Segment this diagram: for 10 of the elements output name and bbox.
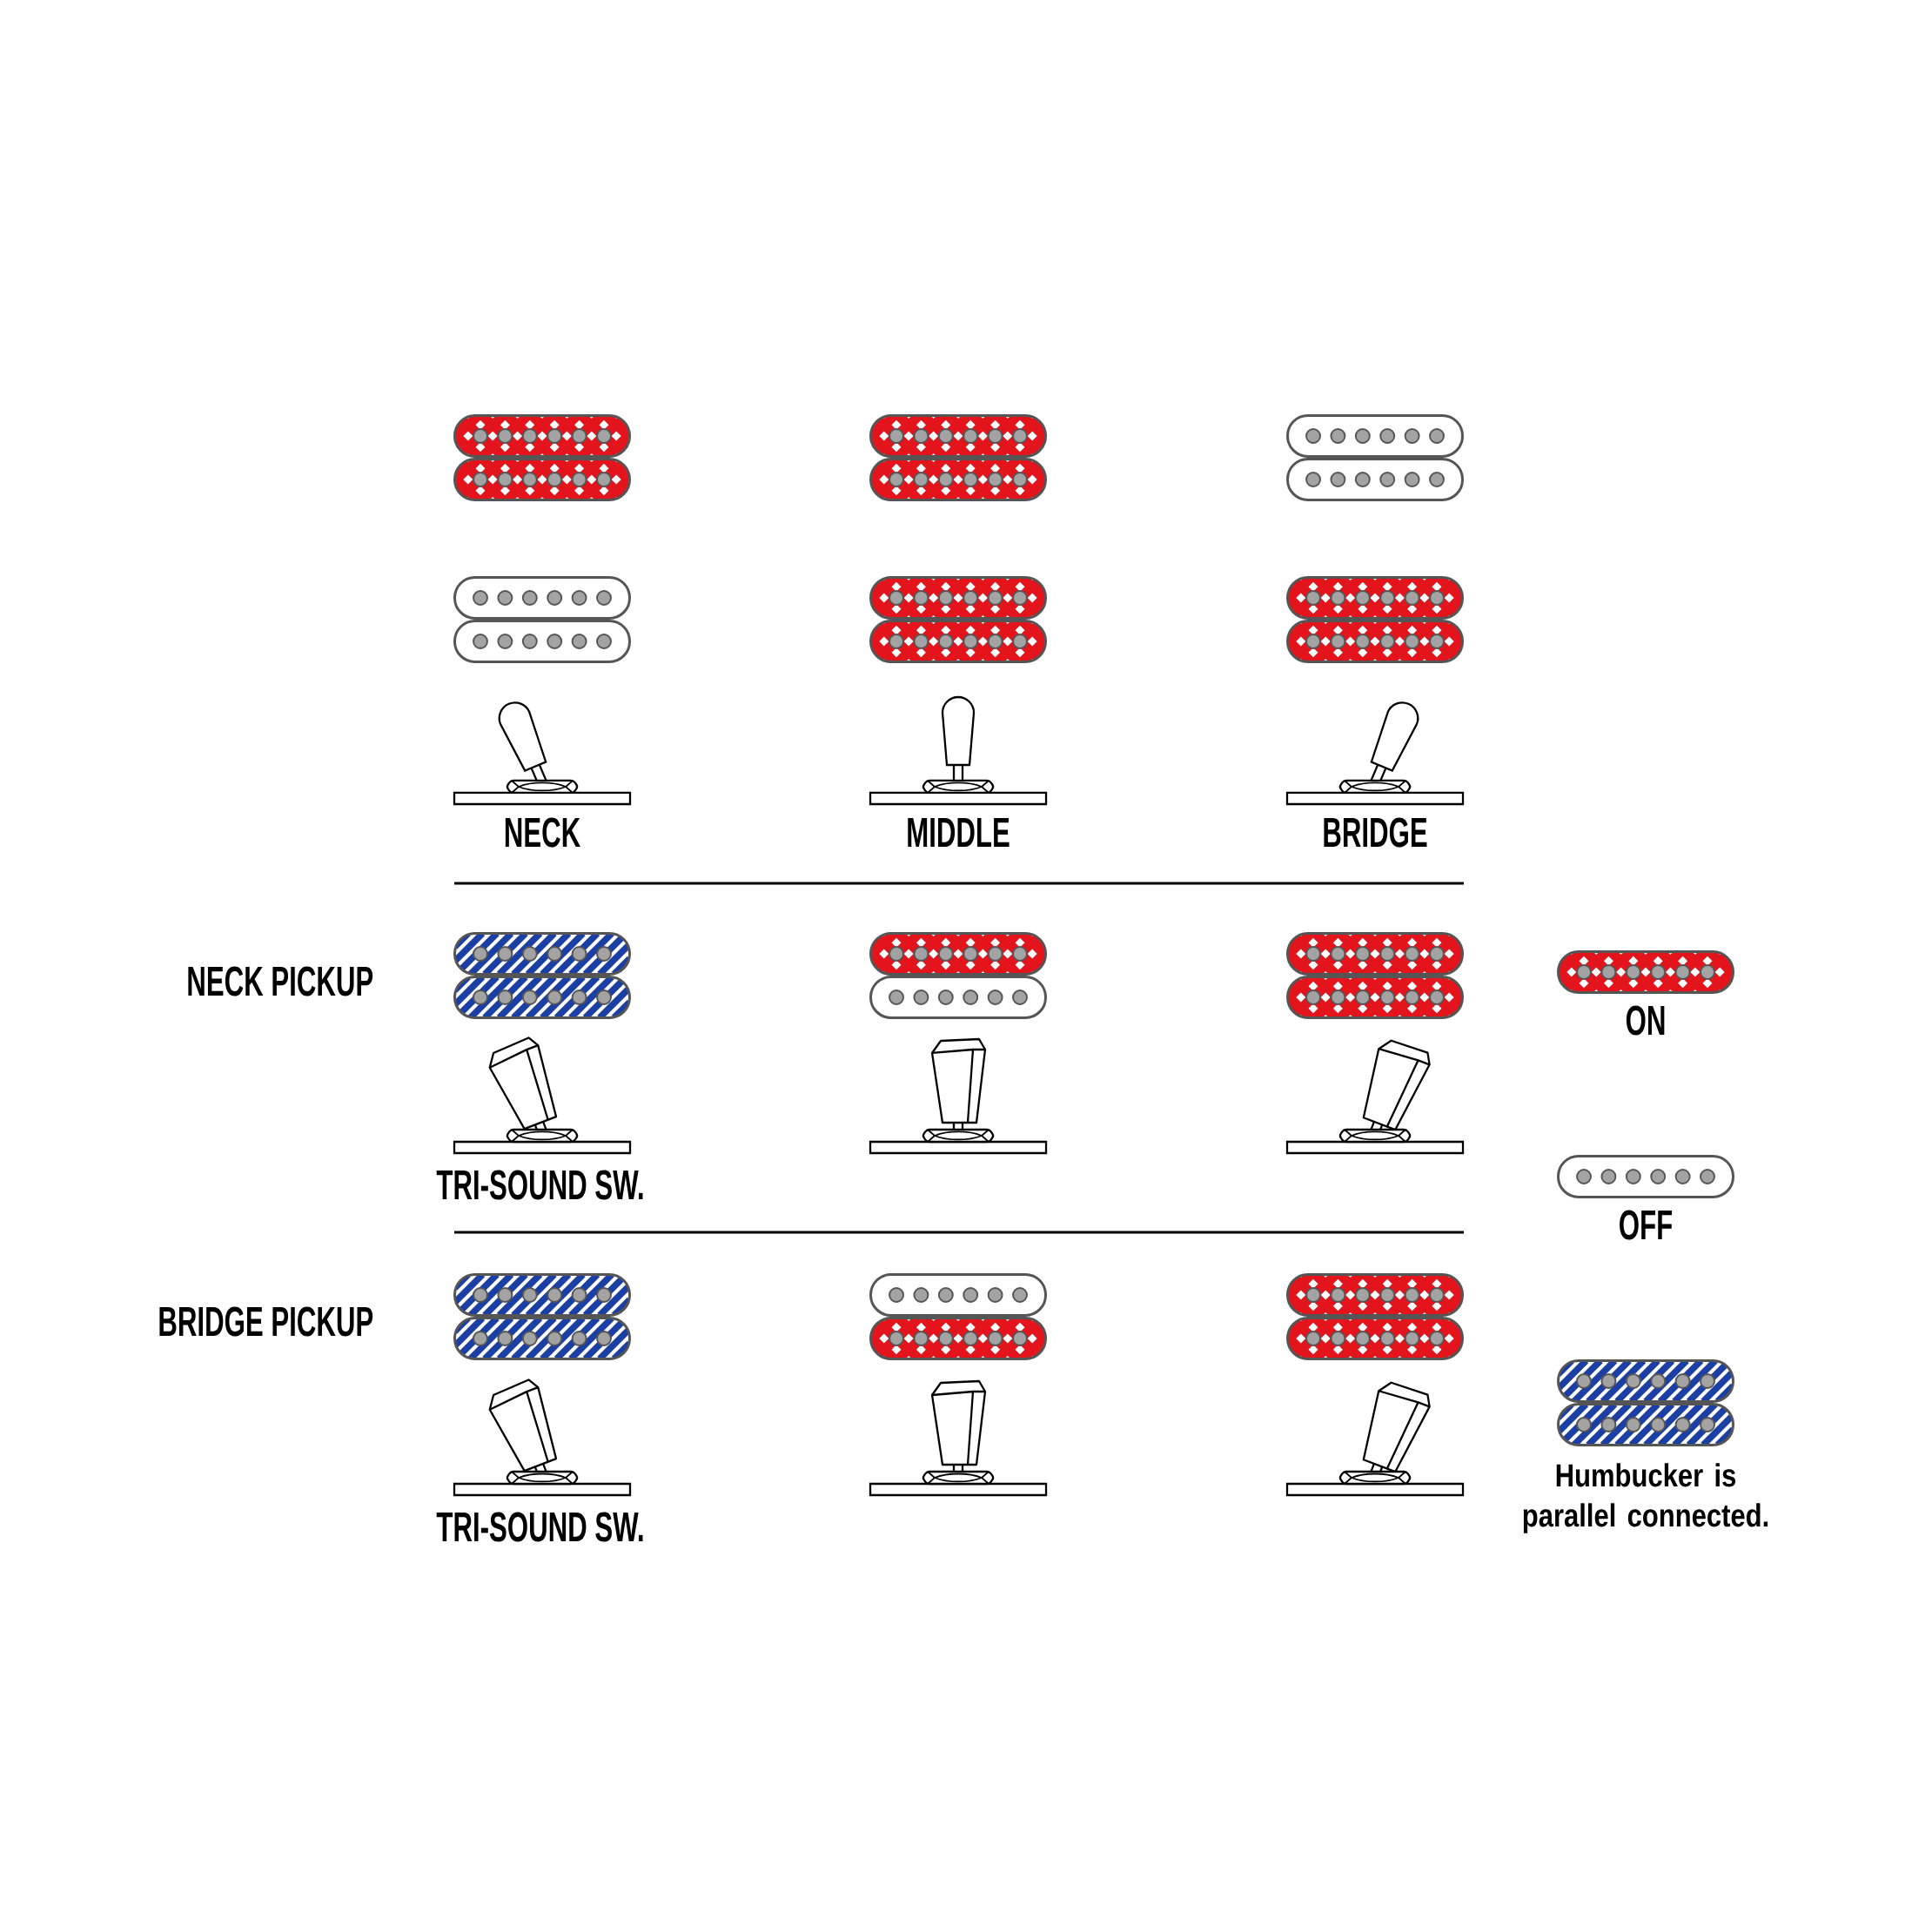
switch-label: TRI-SOUND SW.: [436, 1512, 643, 1542]
switch-position-label: BRIDGE: [1324, 817, 1427, 848]
legend-label: Humbucker is parallel connected.: [1523, 1463, 1768, 1533]
row-label: NECK PICKUP: [188, 966, 373, 996]
switch-position-label: MIDDLE: [908, 817, 1010, 847]
row-label: BRIDGE PICKUP: [159, 1306, 373, 1337]
legend-label: OFF: [1620, 1210, 1673, 1240]
switch-position-label: NECK: [505, 817, 580, 848]
legend-label: ON: [1626, 1005, 1665, 1036]
switch-label: TRI-SOUND SW.: [436, 1170, 643, 1200]
